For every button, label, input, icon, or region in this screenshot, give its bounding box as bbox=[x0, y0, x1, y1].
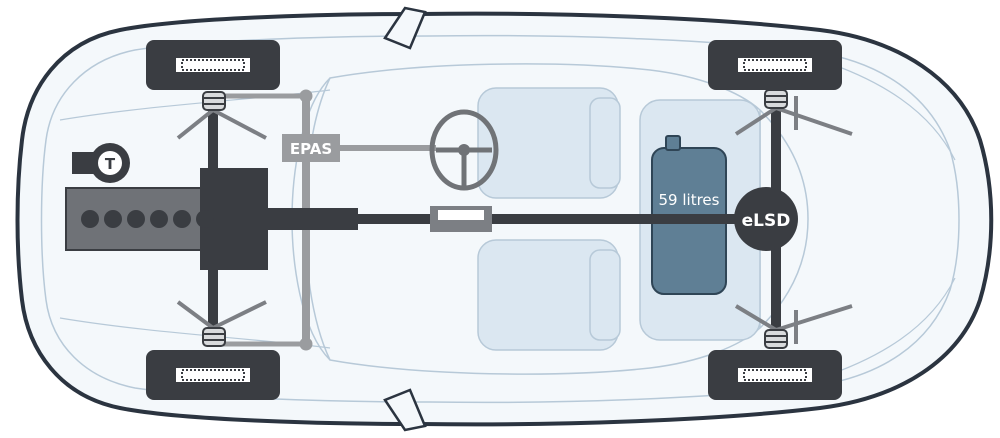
wheel-icon bbox=[738, 58, 812, 72]
front-bottom-arm-right bbox=[212, 300, 267, 330]
mirror-top bbox=[383, 6, 427, 50]
differential-label: eLSD bbox=[742, 211, 791, 231]
rear-top-arm-right bbox=[775, 106, 853, 136]
turbo-label: T bbox=[105, 155, 116, 173]
wheels bbox=[146, 40, 842, 400]
steering-wheel-icon bbox=[429, 109, 499, 191]
epas-box bbox=[282, 134, 340, 162]
propshaft-front bbox=[268, 208, 358, 230]
spring-icon bbox=[764, 89, 788, 109]
front-top-arm-right bbox=[212, 108, 267, 140]
wheel-rear-bottom bbox=[708, 350, 842, 400]
differential bbox=[734, 187, 798, 251]
spring-icon bbox=[202, 91, 226, 111]
rear-bottom-arm-right bbox=[775, 304, 853, 332]
rear-bottom-arm-left bbox=[734, 304, 778, 332]
propshaft-damper bbox=[430, 206, 492, 232]
spring-icon bbox=[202, 327, 226, 347]
rear-window-outline bbox=[759, 109, 809, 329]
wheel-icon bbox=[738, 368, 812, 382]
drivetrain: T eLSD bbox=[65, 98, 798, 340]
wheel-rear-top bbox=[708, 40, 842, 90]
suspension bbox=[176, 96, 853, 344]
front-seat-left-back bbox=[589, 97, 621, 189]
wheel-front-top bbox=[146, 40, 280, 90]
front-seat-right-back bbox=[589, 249, 621, 341]
fuel-tank-label: 59 litres bbox=[659, 191, 720, 209]
spring-icon bbox=[764, 329, 788, 349]
front-top-arm-left bbox=[176, 108, 215, 140]
fuel-tank-cap bbox=[665, 135, 681, 151]
rear-top-arm-left bbox=[734, 106, 778, 136]
wheel-icon bbox=[176, 58, 250, 72]
wheel-icon bbox=[176, 368, 250, 382]
propshaft bbox=[356, 214, 756, 224]
mirror-bottom bbox=[383, 388, 427, 432]
turbo-icon: T bbox=[72, 143, 130, 183]
springs bbox=[202, 89, 788, 349]
engine-cylinder-icon bbox=[81, 210, 214, 228]
wheel-front-bottom bbox=[146, 350, 280, 400]
front-bottom-arm-left bbox=[176, 300, 215, 330]
epas-label: EPAS bbox=[290, 140, 332, 158]
